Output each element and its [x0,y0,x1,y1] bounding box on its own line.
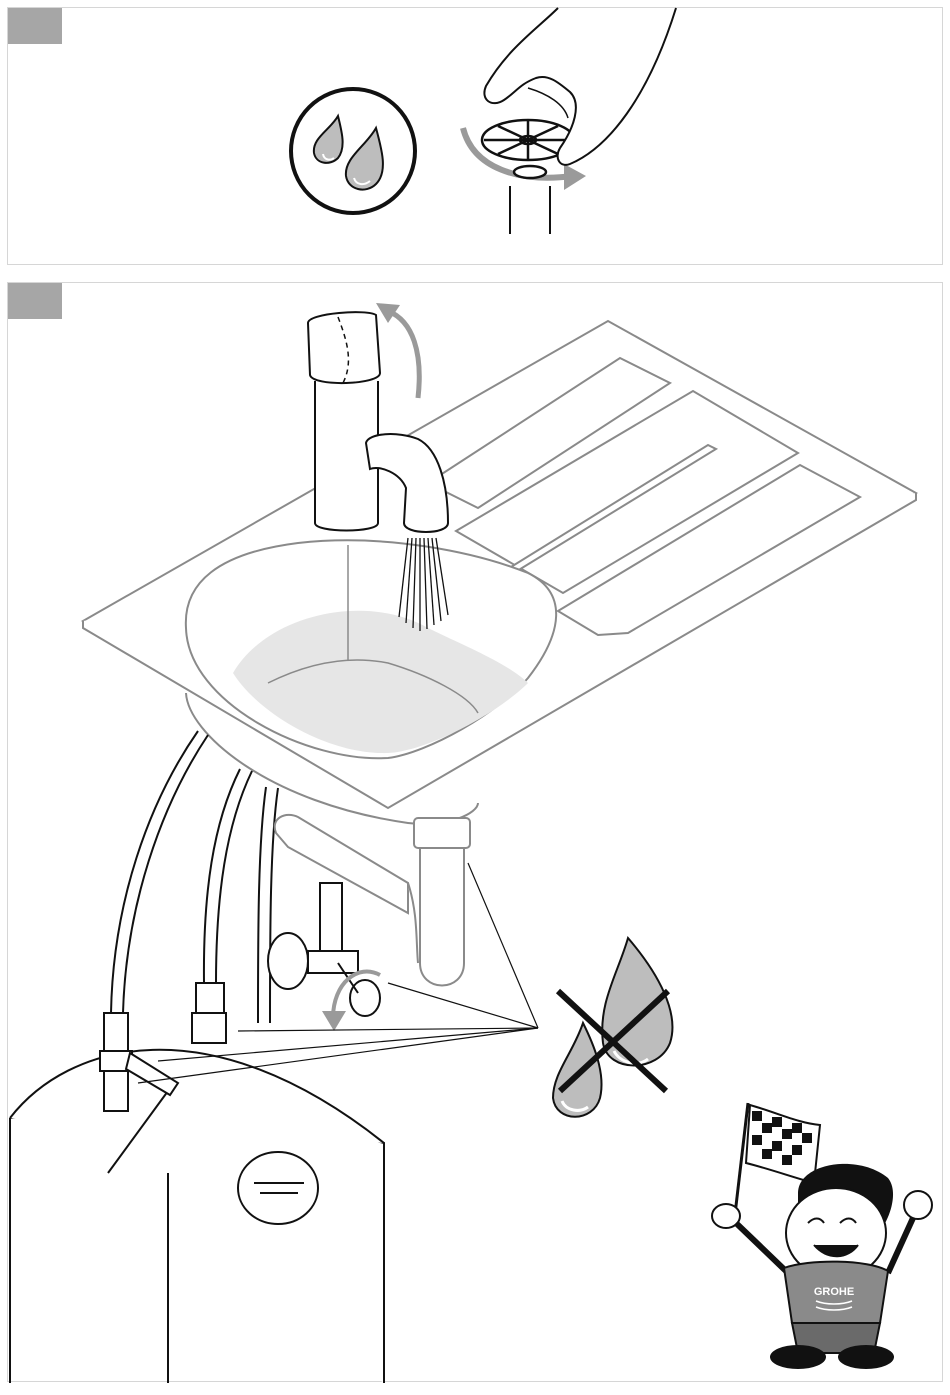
arrow-head-icon [564,164,586,190]
step-2-illustration: GROHE [8,283,944,1383]
step-1-illustration [8,8,944,266]
angle-valve-icon [268,883,380,1016]
water-drops-icon [291,89,415,213]
mascot-shoe-left [770,1345,826,1369]
no-drips-icon [553,938,672,1117]
supply-hoses [111,731,278,1023]
mascot-shoe-right [838,1345,894,1369]
step-1-panel [7,7,943,265]
mascot-shirt-logo: GROHE [814,1286,854,1298]
checkered-flag-icon [746,1105,820,1183]
lever-arrow-icon [388,311,419,398]
mascot-illustration: GROHE [712,1103,932,1369]
mascot-fist-right [904,1191,932,1219]
water-heater [10,1050,384,1383]
arrow-head-icon [322,1011,346,1031]
faucet-icon [308,312,448,532]
step-2-panel: GROHE [7,282,943,1382]
supply-pipe [510,186,550,234]
